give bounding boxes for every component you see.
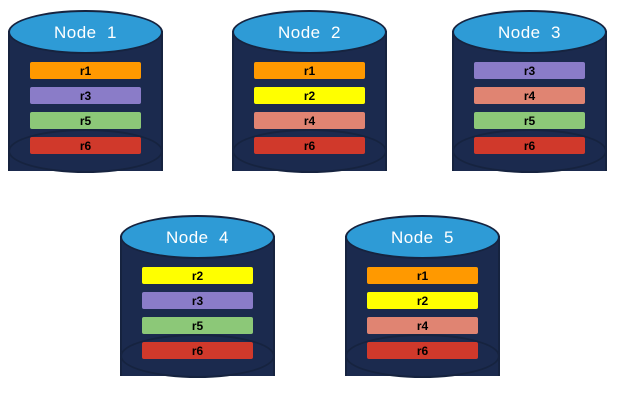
node-cylinder-3[interactable]: Node 3 r3 r4 r5 r6: [452, 10, 607, 192]
replica-bar[interactable]: r1: [30, 62, 141, 79]
replica-bar[interactable]: r3: [142, 292, 253, 309]
replica-bar[interactable]: r4: [474, 87, 585, 104]
replica-list: r3 r4 r5 r6: [474, 62, 585, 154]
cylinder-top-cap: Node 4: [120, 215, 275, 259]
replica-bar[interactable]: r1: [367, 267, 478, 284]
node-label: Node 2: [277, 22, 342, 42]
node-label: Node 1: [53, 22, 118, 42]
replica-bar[interactable]: r5: [474, 112, 585, 129]
node-label: Node 5: [390, 227, 455, 247]
replica-bar[interactable]: r6: [367, 342, 478, 359]
replica-bar[interactable]: r2: [142, 267, 253, 284]
replica-list: r1 r2 r4 r6: [367, 267, 478, 359]
replica-bar[interactable]: r2: [254, 87, 365, 104]
cylinder-top-cap: Node 3: [452, 10, 607, 54]
cylinder-top-cap: Node 1: [8, 10, 163, 54]
node-cylinder-1[interactable]: Node 1 r1 r3 r5 r6: [8, 10, 163, 192]
replica-bar[interactable]: r4: [367, 317, 478, 334]
replica-bar[interactable]: r5: [30, 112, 141, 129]
replica-list: r1 r2 r4 r6: [254, 62, 365, 154]
replica-bar[interactable]: r2: [367, 292, 478, 309]
replica-bar[interactable]: r3: [30, 87, 141, 104]
node-label: Node 3: [497, 22, 562, 42]
cylinder-top-cap: Node 5: [345, 215, 500, 259]
replica-bar[interactable]: r1: [254, 62, 365, 79]
replica-bar[interactable]: r6: [254, 137, 365, 154]
replica-bar[interactable]: r6: [474, 137, 585, 154]
node-cylinder-4[interactable]: Node 4 r2 r3 r5 r6: [120, 215, 275, 397]
replica-list: r2 r3 r5 r6: [142, 267, 253, 359]
replica-bar[interactable]: r4: [254, 112, 365, 129]
cylinder-top-cap: Node 2: [232, 10, 387, 54]
replica-bar[interactable]: r3: [474, 62, 585, 79]
replica-bar[interactable]: r6: [30, 137, 141, 154]
node-cylinder-2[interactable]: Node 2 r1 r2 r4 r6: [232, 10, 387, 192]
replica-list: r1 r3 r5 r6: [30, 62, 141, 154]
node-cylinder-5[interactable]: Node 5 r1 r2 r4 r6: [345, 215, 500, 397]
replica-bar[interactable]: r5: [142, 317, 253, 334]
replica-bar[interactable]: r6: [142, 342, 253, 359]
node-label: Node 4: [165, 227, 230, 247]
